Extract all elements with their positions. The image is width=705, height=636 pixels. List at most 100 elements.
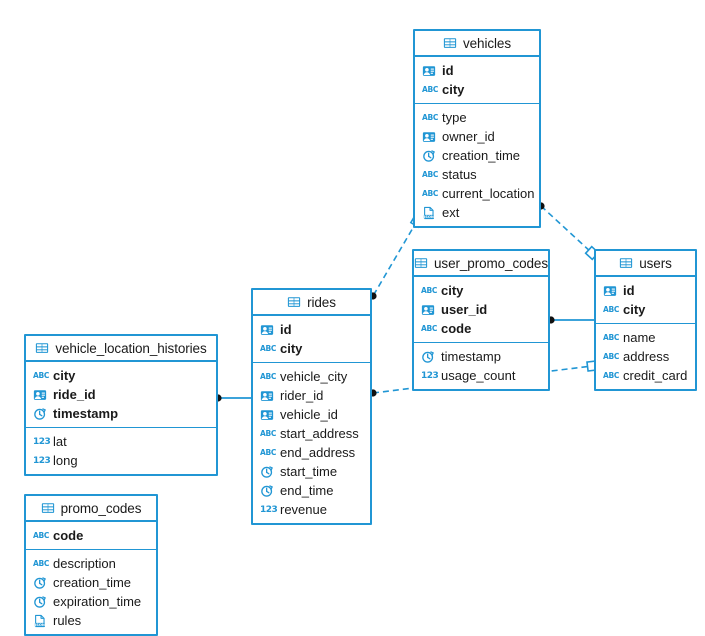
field-label: lat bbox=[53, 434, 67, 449]
relationship-edge-user-promo-codes-to-users[interactable] bbox=[547, 316, 594, 324]
primary-key-field[interactable]: timestamp bbox=[26, 404, 216, 423]
table-field[interactable]: creation_time bbox=[26, 573, 156, 592]
table-header[interactable]: promo_codes bbox=[26, 496, 156, 522]
primary-key-field[interactable]: ride_id bbox=[26, 385, 216, 404]
abc-type-icon: ABC bbox=[603, 351, 620, 361]
table-field[interactable]: creation_time bbox=[415, 146, 539, 165]
table-name: vehicles bbox=[463, 35, 511, 51]
clock-icon bbox=[260, 465, 274, 479]
abc-type-icon: ABC bbox=[603, 332, 620, 342]
table-icon bbox=[443, 36, 457, 50]
relationship-edge-vehicle-location-histories-to-rides[interactable] bbox=[214, 394, 251, 402]
abc-type-icon: ABC bbox=[603, 370, 620, 380]
table-header[interactable]: vehicles bbox=[415, 31, 539, 57]
field-label: id bbox=[442, 63, 454, 78]
table-field[interactable]: start_time bbox=[253, 462, 370, 481]
table-header[interactable]: rides bbox=[253, 290, 370, 316]
field-label: expiration_time bbox=[53, 594, 142, 609]
id-badge-icon bbox=[603, 284, 617, 298]
abc-type-icon: ABC bbox=[260, 447, 277, 457]
field-label: description bbox=[53, 556, 116, 571]
table-name: users bbox=[639, 255, 672, 271]
abc-type-icon: ABC bbox=[260, 371, 277, 381]
primary-key-field[interactable]: id bbox=[253, 320, 370, 339]
json-type-icon: JSON bbox=[422, 206, 436, 220]
primary-key-field[interactable]: id bbox=[415, 61, 539, 80]
field-label: type bbox=[442, 110, 467, 125]
table-field[interactable]: JSON rules bbox=[26, 611, 156, 630]
id-badge-icon bbox=[260, 323, 274, 337]
field-label: ext bbox=[442, 205, 460, 220]
abc-type-icon: ABC bbox=[33, 558, 50, 568]
edge-line bbox=[540, 205, 593, 254]
table-icon bbox=[35, 341, 49, 355]
clock-icon bbox=[260, 484, 274, 498]
abc-type-icon: ABC bbox=[260, 343, 277, 353]
clock-icon bbox=[33, 595, 47, 609]
field-label: city bbox=[53, 368, 76, 383]
number-type-icon: 123 bbox=[260, 504, 278, 515]
table-header[interactable]: users bbox=[596, 251, 695, 277]
table-field[interactable]: expiration_time bbox=[26, 592, 156, 611]
primary-key-field[interactable]: id bbox=[596, 281, 695, 300]
table-header[interactable]: vehicle_location_histories bbox=[26, 336, 216, 362]
field-label: vehicle_id bbox=[280, 407, 338, 422]
abc-type-icon: ABC bbox=[603, 304, 620, 314]
table-header[interactable]: user_promo_codes bbox=[414, 251, 548, 277]
field-label: rules bbox=[53, 613, 82, 628]
svg-text:JSON: JSON bbox=[34, 623, 45, 627]
table-field[interactable]: timestamp bbox=[414, 347, 548, 366]
table-name: vehicle_location_histories bbox=[55, 340, 207, 356]
field-label: usage_count bbox=[441, 368, 516, 383]
field-label: address bbox=[623, 349, 670, 364]
table-field[interactable]: rider_id bbox=[253, 386, 370, 405]
primary-key-field[interactable]: user_id bbox=[414, 300, 548, 319]
clock-icon bbox=[422, 149, 436, 163]
clock-icon bbox=[33, 576, 47, 590]
field-label: user_id bbox=[441, 302, 488, 317]
table-field[interactable]: vehicle_id bbox=[253, 405, 370, 424]
table-field[interactable]: JSON ext bbox=[415, 203, 539, 222]
field-label: long bbox=[53, 453, 78, 468]
table-field[interactable]: owner_id bbox=[415, 127, 539, 146]
json-type-icon: JSON bbox=[33, 614, 47, 628]
field-label: revenue bbox=[280, 502, 327, 517]
table-icon bbox=[619, 256, 633, 270]
field-label: vehicle_city bbox=[280, 369, 348, 384]
table-icon bbox=[41, 501, 55, 515]
table-field[interactable]: end_time bbox=[253, 481, 370, 500]
